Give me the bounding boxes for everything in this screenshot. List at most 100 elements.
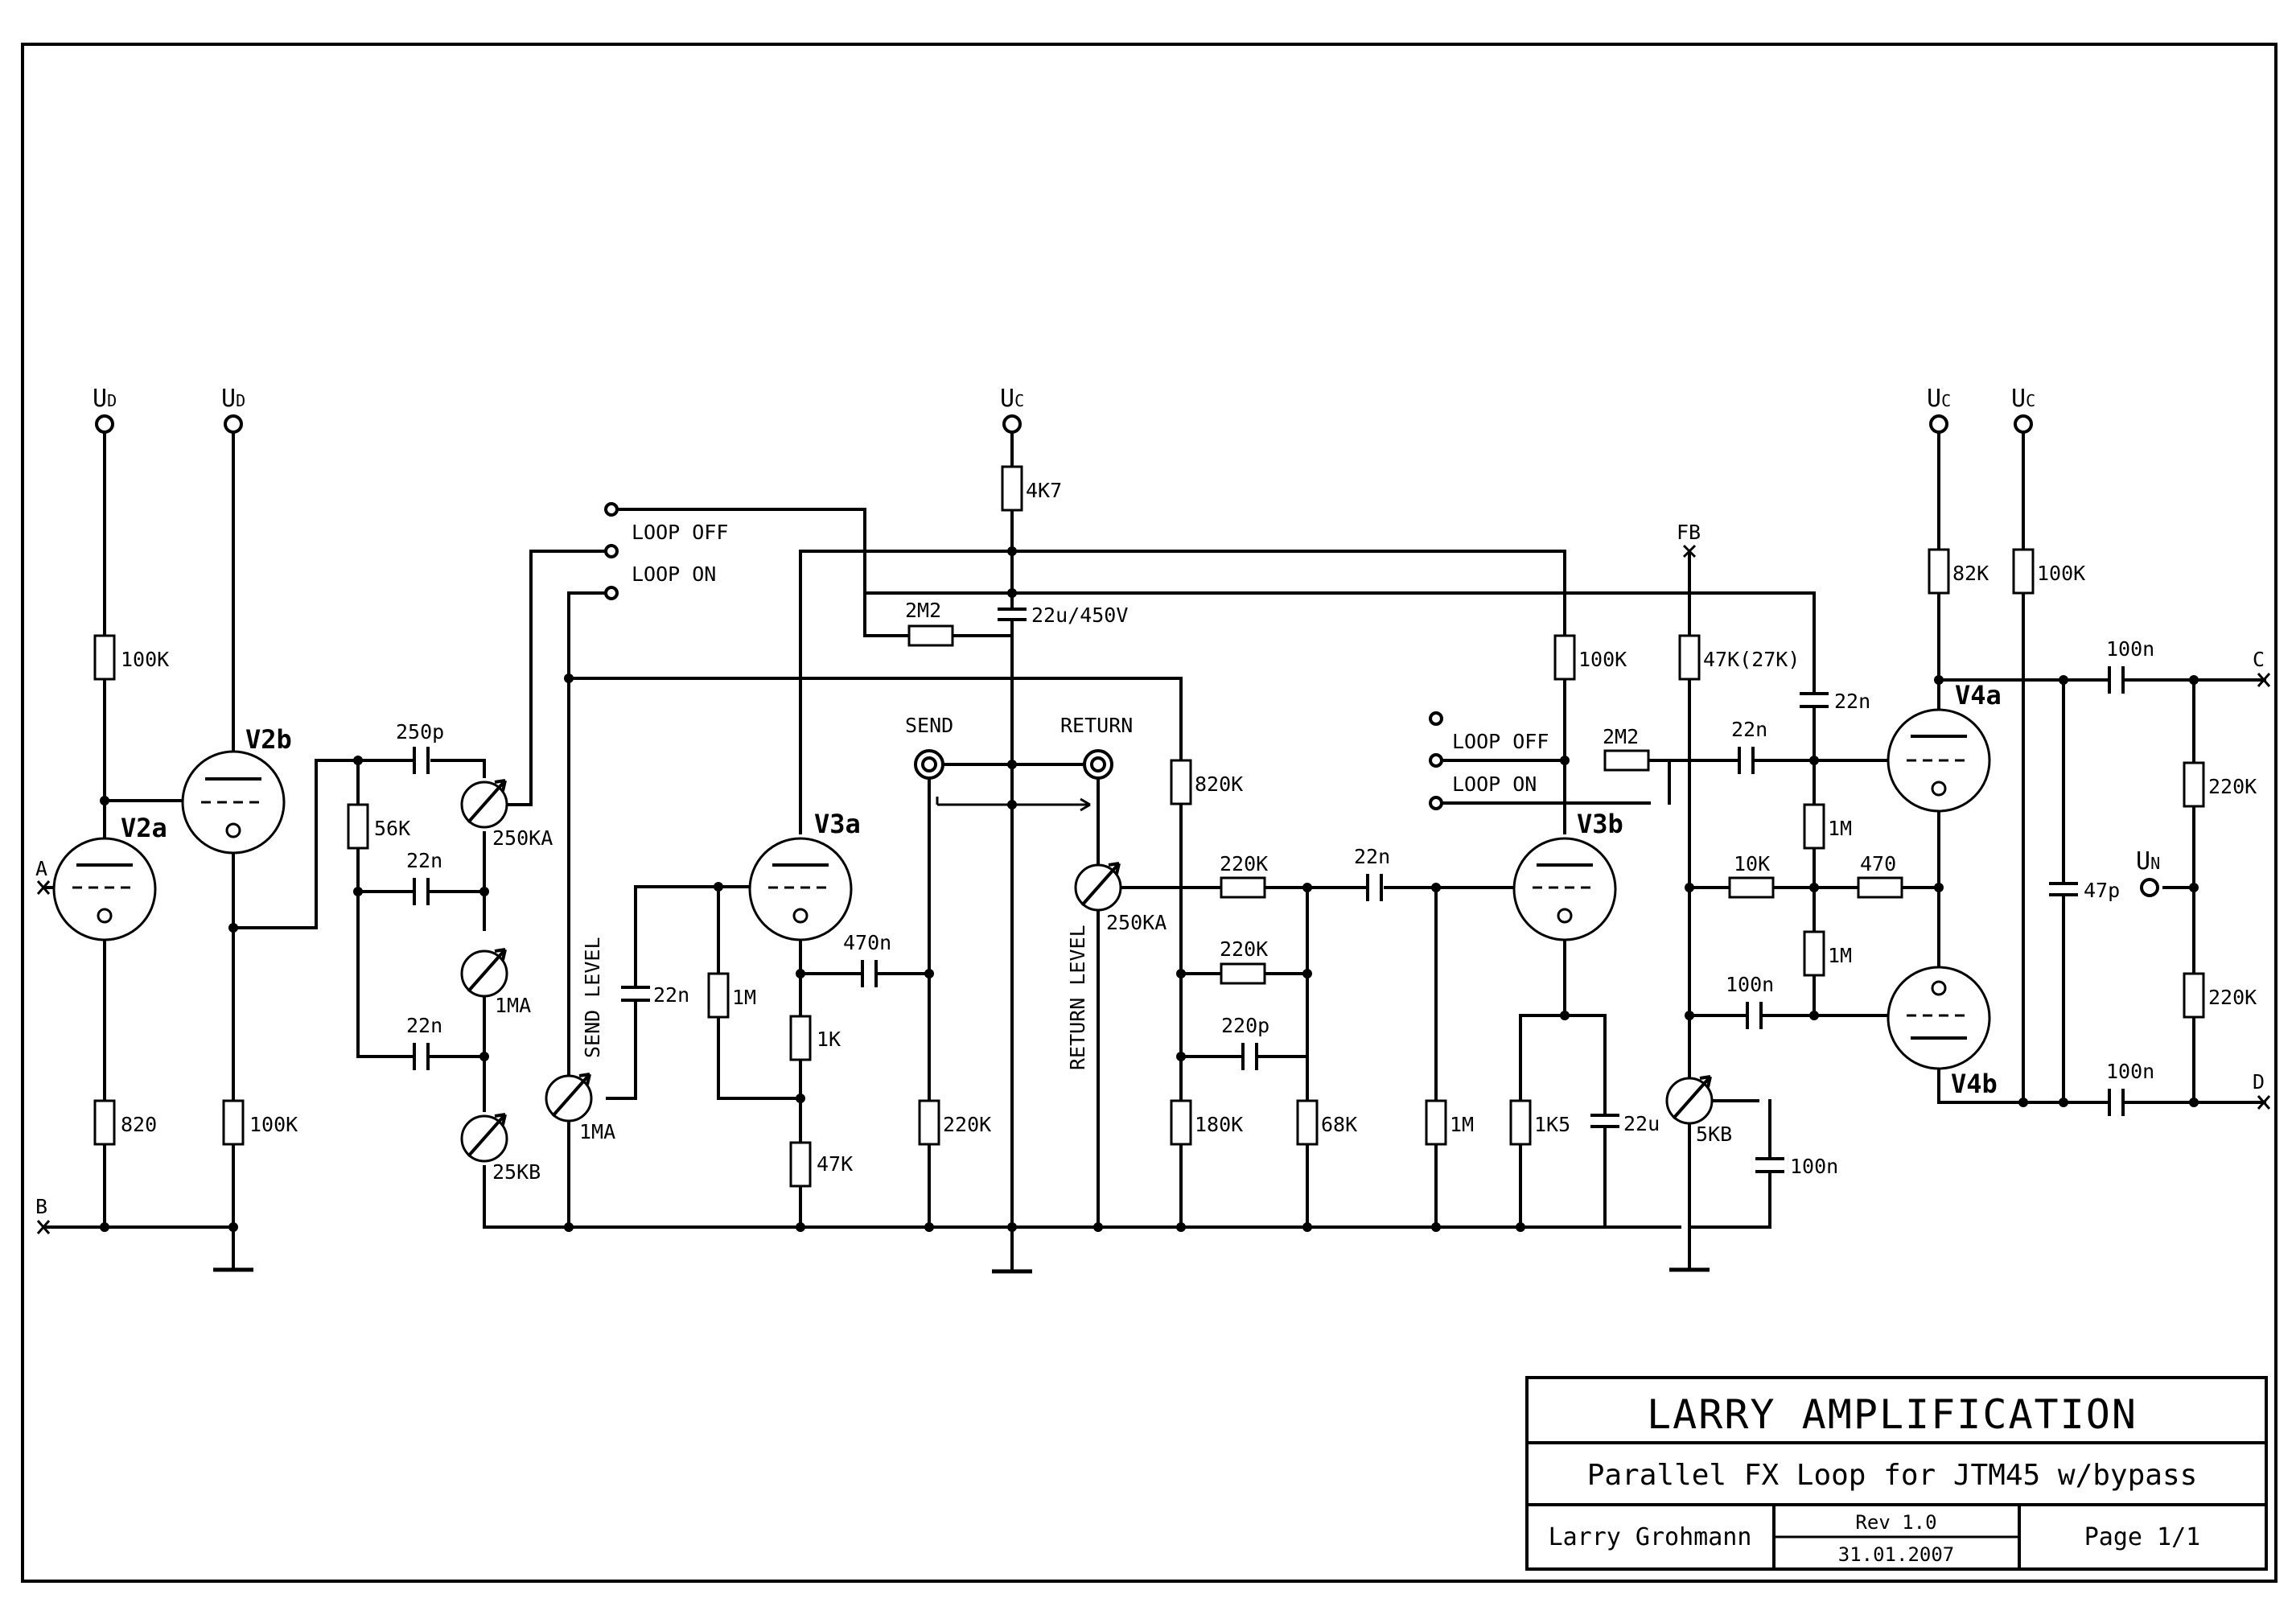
resistor-mix-220k-b: 220K bbox=[1220, 937, 1268, 985]
svg-text:1M: 1M bbox=[732, 986, 756, 1009]
svg-text:V2a: V2a bbox=[121, 813, 167, 843]
resistor-820k: 820K bbox=[1170, 759, 1243, 805]
svg-text:4K7: 4K7 bbox=[1026, 479, 1062, 502]
revision-label: Rev 1.0 bbox=[1855, 1511, 1936, 1534]
tubes: V2a V2b V3a V3b bbox=[52, 680, 2002, 1099]
tube-v4b: V4b bbox=[1887, 966, 1998, 1099]
svg-text:820K: 820K bbox=[1195, 772, 1243, 796]
send-level-label: SEND LEVEL bbox=[581, 937, 604, 1058]
switch-1-off-label: LOOP OFF bbox=[632, 521, 728, 544]
tube-v3b: V3b bbox=[1512, 809, 1623, 941]
svg-text:180K: 180K bbox=[1195, 1113, 1243, 1136]
svg-text:100K: 100K bbox=[121, 648, 169, 671]
svg-text:1M: 1M bbox=[1828, 944, 1852, 967]
svg-text:25KB: 25KB bbox=[492, 1160, 541, 1184]
ud-label-1: UD bbox=[93, 385, 117, 413]
uc-label-3: UC bbox=[2011, 385, 2035, 413]
switch-1-on-label: LOOP ON bbox=[632, 562, 716, 586]
revision-date: 31.01.2007 bbox=[1838, 1543, 1955, 1566]
svg-text:56K: 56K bbox=[374, 817, 410, 840]
supply-labels: UD UD UC UC UC UN FB bbox=[93, 385, 2160, 875]
tube-v2a: V2a bbox=[52, 813, 167, 941]
un-label: UN bbox=[2136, 847, 2160, 875]
company-name: LARRY AMPLIFICATION bbox=[1647, 1391, 2138, 1438]
svg-text:22u/450V: 22u/450V bbox=[1031, 603, 1128, 627]
switch-1: LOOP OFF LOOP ON bbox=[604, 502, 728, 600]
resistor-68k: 68K bbox=[1296, 1099, 1357, 1146]
resistor-1m-a: 1M bbox=[1803, 803, 1852, 850]
ground-symbols bbox=[213, 1267, 1710, 1274]
resistors: 100K 820 100K 56K 4K7 2M2 1M 1K 47K 220K… bbox=[93, 465, 2257, 1188]
port-c-label: C bbox=[2253, 648, 2265, 671]
resistor-82k: 82K bbox=[1928, 548, 1989, 595]
svg-text:22n: 22n bbox=[1354, 845, 1390, 868]
drawing-title: Parallel FX Loop for JTM45 w/bypass bbox=[1587, 1459, 2198, 1492]
svg-text:220p: 220p bbox=[1221, 1014, 1269, 1037]
return-jack: RETURN bbox=[1060, 714, 1133, 780]
return-level-label: RETURN LEVEL bbox=[1066, 925, 1089, 1070]
switch-2-off-label: LOOP OFF bbox=[1452, 730, 1549, 753]
switch-2: LOOP OFF LOOP ON bbox=[1429, 711, 1549, 810]
svg-text:82K: 82K bbox=[1952, 562, 1989, 585]
port-labels: A B C D bbox=[35, 648, 2265, 1218]
svg-text:100n: 100n bbox=[2106, 637, 2154, 661]
svg-text:250KA: 250KA bbox=[1106, 911, 1167, 934]
resistor-v3a-1k: 1K bbox=[789, 1015, 841, 1061]
page-number: Page 1/1 bbox=[2084, 1523, 2201, 1551]
svg-text:100n: 100n bbox=[1726, 973, 1774, 996]
svg-text:1M: 1M bbox=[1450, 1113, 1474, 1136]
resistor-10k: 10K bbox=[1728, 852, 1775, 899]
svg-text:22n: 22n bbox=[406, 1014, 442, 1037]
port-markers bbox=[36, 544, 2271, 1234]
author-name: Larry Grohmann bbox=[1549, 1523, 1752, 1551]
cap-22u-450v: 22u/450V bbox=[998, 603, 1128, 627]
tube-v2b: V2b bbox=[181, 724, 292, 855]
port-a-label: A bbox=[35, 857, 47, 880]
resistor-1k5: 1K5 bbox=[1509, 1099, 1570, 1146]
tube-v4a: V4a bbox=[1887, 680, 2002, 813]
resistor-v3b-grid: 1M bbox=[1425, 1099, 1474, 1146]
resistor-470: 470 bbox=[1857, 852, 1903, 899]
svg-text:SEND: SEND bbox=[905, 714, 953, 737]
svg-text:22n: 22n bbox=[406, 849, 442, 872]
svg-text:47K: 47K bbox=[817, 1152, 853, 1176]
svg-text:1MA: 1MA bbox=[495, 994, 531, 1017]
uc-label-2: UC bbox=[1927, 385, 1951, 413]
svg-text:100n: 100n bbox=[1790, 1155, 1838, 1178]
cap-gaps bbox=[416, 611, 2121, 1170]
resistor-1m-b: 1M bbox=[1803, 930, 1852, 977]
pot-25kb: 25KB bbox=[460, 1113, 541, 1184]
svg-text:100K: 100K bbox=[2037, 562, 2085, 585]
switch-2-on-label: LOOP ON bbox=[1452, 772, 1537, 796]
resistor-pi-100k: 100K bbox=[2012, 548, 2085, 595]
ud-label-2: UD bbox=[221, 385, 245, 413]
pot-5kb: 5KB bbox=[1665, 1075, 1732, 1146]
svg-text:68K: 68K bbox=[1321, 1113, 1357, 1136]
resistor-out-220k-b: 220K bbox=[2183, 972, 2257, 1019]
port-d-label: D bbox=[2253, 1070, 2265, 1094]
svg-text:10K: 10K bbox=[1734, 852, 1770, 875]
uc-label-1: UC bbox=[1000, 385, 1024, 413]
svg-text:V3a: V3a bbox=[814, 809, 861, 839]
resistor-v3b-plate: 100K bbox=[1553, 634, 1627, 681]
pot-send-level: 1MA bbox=[545, 1073, 615, 1143]
svg-text:820: 820 bbox=[121, 1113, 157, 1136]
resistor-56k: 56K bbox=[347, 803, 410, 850]
fb-label: FB bbox=[1677, 521, 1701, 544]
pot-return-level: 250KA bbox=[1074, 862, 1167, 934]
pot-250ka: 250KA bbox=[460, 779, 553, 850]
resistor-v2a-cathode: 820 bbox=[93, 1099, 157, 1146]
svg-text:1K: 1K bbox=[817, 1028, 841, 1051]
svg-text:22u: 22u bbox=[1623, 1112, 1660, 1135]
svg-text:250KA: 250KA bbox=[492, 826, 553, 850]
resistor-180k: 180K bbox=[1170, 1099, 1243, 1146]
svg-text:22n: 22n bbox=[653, 983, 689, 1007]
svg-text:V4b: V4b bbox=[1951, 1069, 1998, 1099]
svg-text:47p: 47p bbox=[2084, 879, 2120, 902]
svg-text:220K: 220K bbox=[943, 1113, 991, 1136]
svg-text:22n: 22n bbox=[1834, 690, 1870, 713]
svg-text:220K: 220K bbox=[1220, 852, 1268, 875]
svg-text:220K: 220K bbox=[2208, 775, 2257, 798]
svg-text:1K5: 1K5 bbox=[1534, 1113, 1570, 1136]
